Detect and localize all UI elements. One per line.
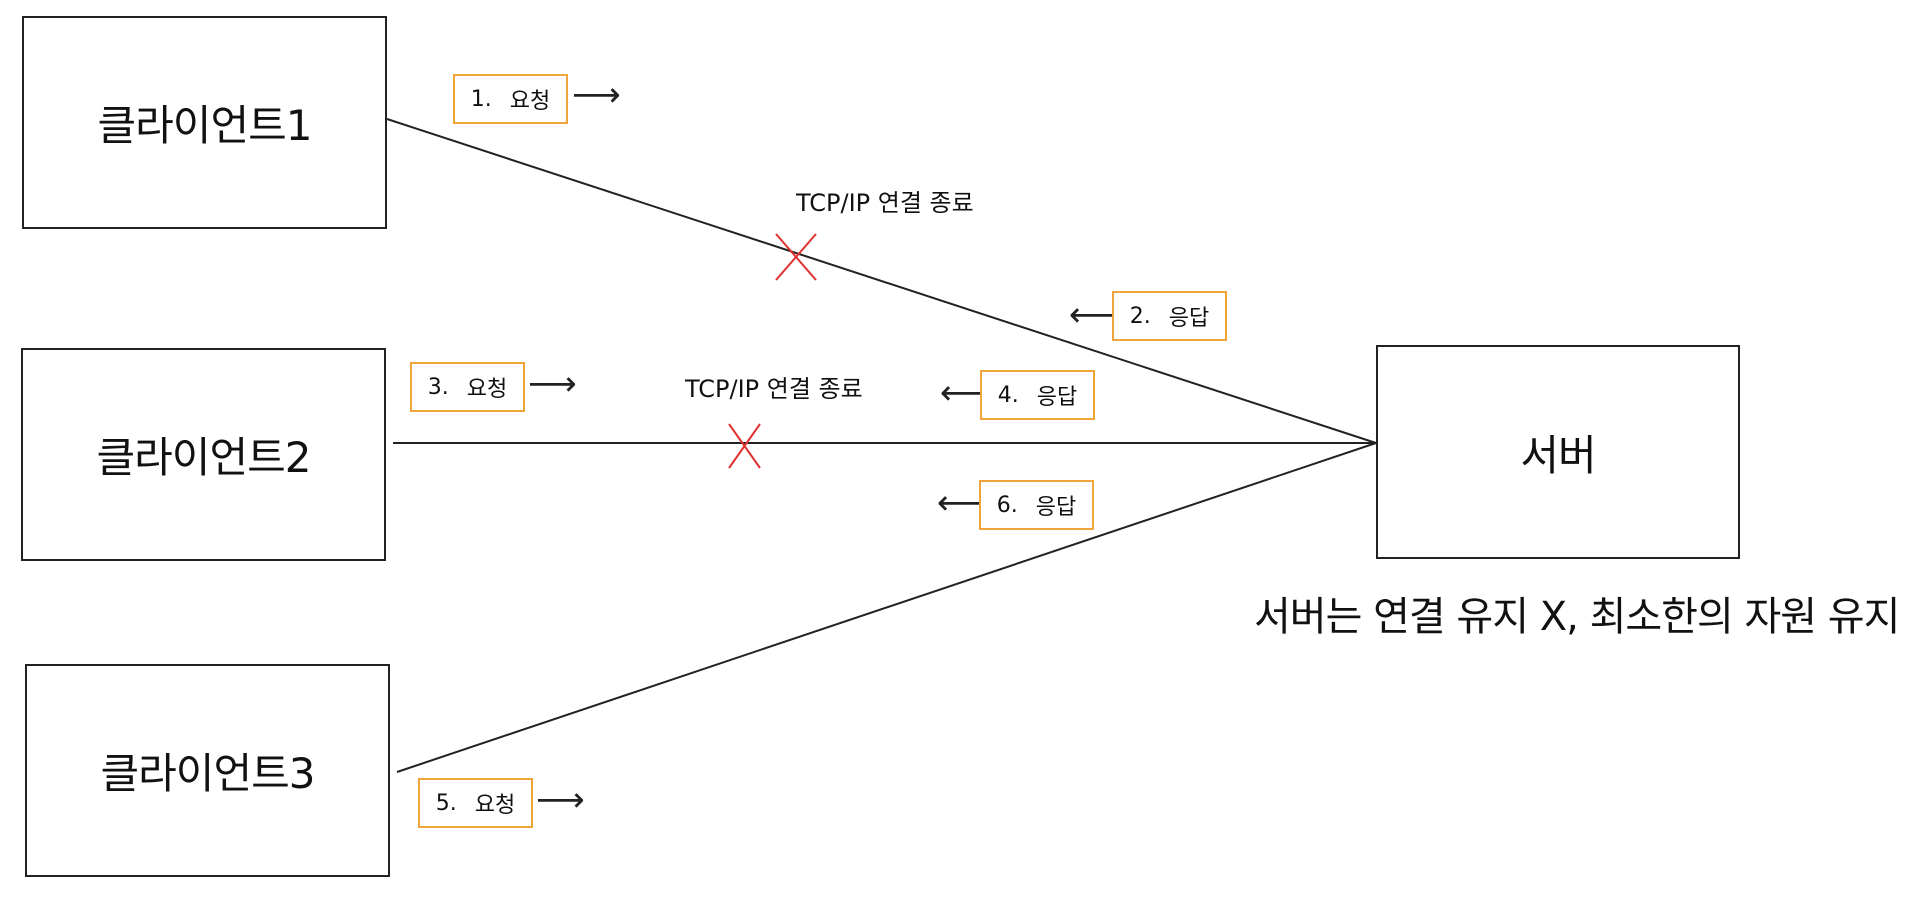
server-box: 서버	[1376, 345, 1740, 559]
request-3-message: 3. 요청	[410, 362, 525, 412]
request-1-message: 1. 요청	[453, 74, 568, 124]
left-arrow-icon: ⟵	[937, 483, 986, 523]
left-arrow-icon: ⟵	[1069, 295, 1118, 335]
message-label: 요청	[474, 793, 516, 818]
message-number: 3.	[427, 374, 449, 400]
right-arrow-icon: ⟶	[536, 780, 585, 820]
message-label: 요청	[466, 377, 508, 402]
message-number: 1.	[470, 86, 492, 112]
message-number: 6.	[996, 492, 1018, 518]
server-note: 서버는 연결 유지 X, 최소한의 자원 유지	[1254, 594, 1900, 640]
client1-box: 클라이언트1	[22, 16, 387, 229]
request-5-message: 5. 요청	[418, 778, 533, 828]
response-2-message: 2. 응답	[1112, 291, 1227, 341]
x-cut-icon	[775, 233, 817, 281]
client2-label: 클라이언트2	[96, 433, 312, 482]
server-label: 서버	[1520, 430, 1596, 480]
message-label: 응답	[1035, 495, 1077, 520]
right-arrow-icon: ⟶	[572, 75, 621, 115]
message-label: 응답	[1036, 385, 1078, 410]
client1-label: 클라이언트1	[97, 101, 313, 150]
disconnect-caption-2: TCP/IP 연결 종료	[685, 375, 863, 403]
x-cut-icon	[728, 423, 761, 469]
message-label: 응답	[1168, 306, 1210, 331]
right-arrow-icon: ⟶	[528, 364, 577, 404]
disconnect-caption-1: TCP/IP 연결 종료	[796, 189, 974, 217]
message-number: 2.	[1129, 303, 1151, 329]
message-label: 요청	[509, 89, 551, 114]
message-number: 5.	[435, 790, 457, 816]
client3-label: 클라이언트3	[100, 749, 316, 798]
message-number: 4.	[997, 382, 1019, 408]
client3-box: 클라이언트3	[25, 664, 390, 877]
client3-server-line	[396, 442, 1377, 773]
response-4-message: 4. 응답	[980, 370, 1095, 420]
client2-box: 클라이언트2	[21, 348, 386, 561]
client1-server-line	[386, 118, 1377, 444]
response-6-message: 6. 응답	[979, 480, 1094, 530]
